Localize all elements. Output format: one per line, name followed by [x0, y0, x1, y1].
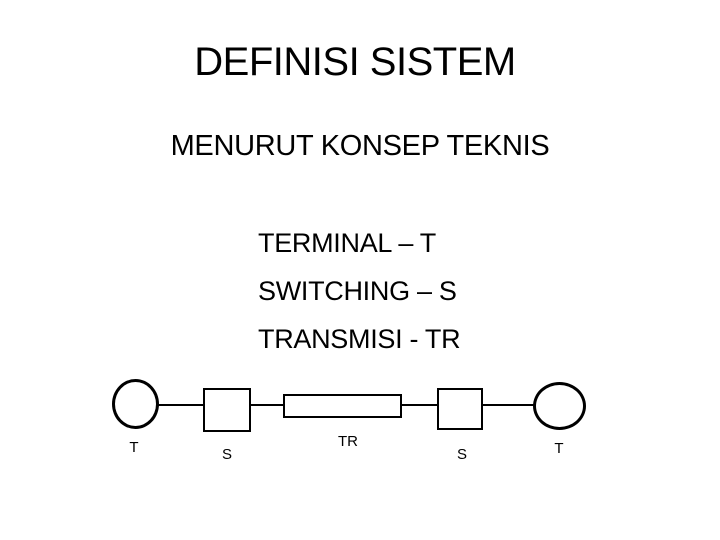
terminal-right-label: T [554, 440, 564, 457]
link-transmission-to-switch-right [400, 404, 439, 406]
definition-switching: SWITCHING – S [258, 276, 457, 306]
switch-left-label: S [221, 446, 233, 463]
definition-list: TERMINAL – T SWITCHING – S TRANSMISI - T… [258, 219, 461, 363]
terminal-left-label: T [129, 439, 139, 456]
terminal-left-node [112, 379, 159, 429]
link-switch-left-to-transmission [249, 404, 285, 406]
definition-transmisi: TRANSMISI - TR [258, 324, 461, 354]
link-switch-right-to-terminal-right [481, 404, 535, 406]
switch-left-node [203, 388, 251, 432]
switch-right-node [437, 388, 483, 430]
definition-terminal: TERMINAL – T [258, 228, 436, 258]
terminal-right-node [533, 382, 586, 430]
slide-title: DEFINISI SISTEM [194, 40, 516, 84]
slide-subtitle: MENURUT KONSEP TEKNIS [170, 130, 550, 162]
switch-right-label: S [456, 446, 468, 463]
transmission-label: TR [338, 433, 358, 450]
link-terminal-left-to-switch-left [157, 404, 205, 406]
transmission-node [283, 394, 402, 418]
